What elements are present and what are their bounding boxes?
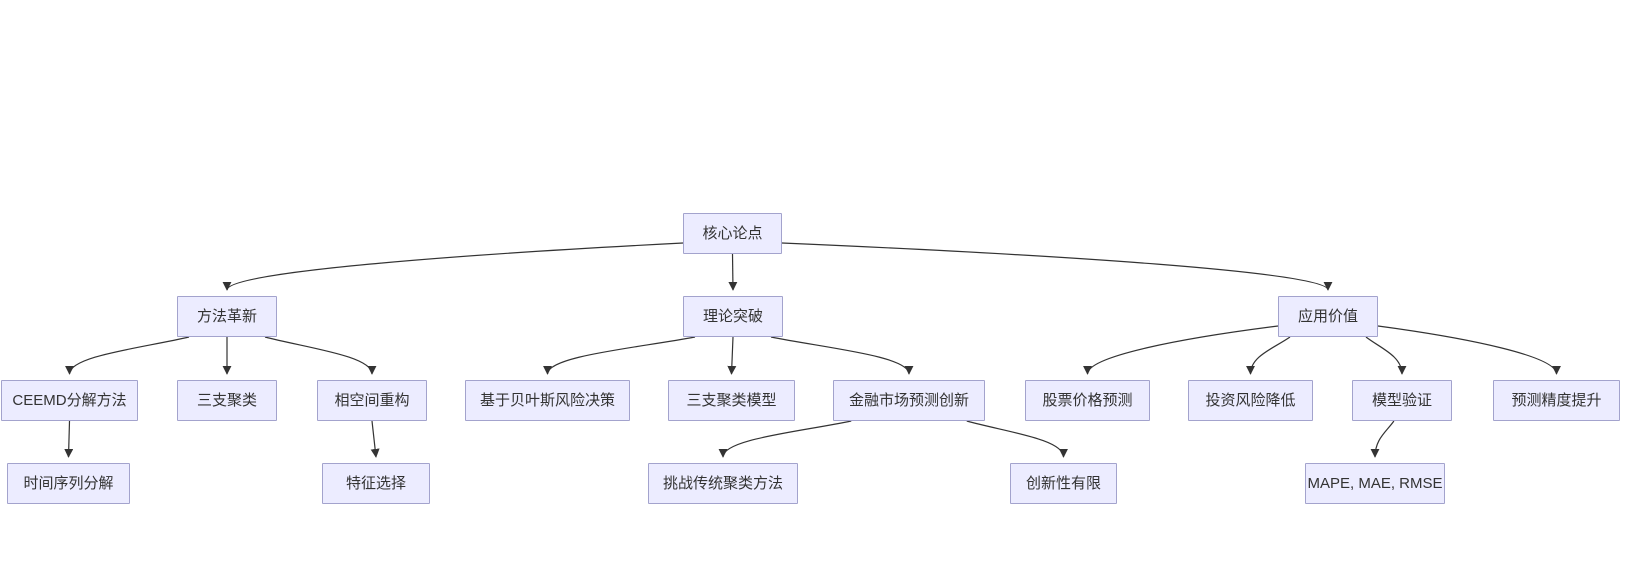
node-phase: 相空间重构 <box>317 380 427 421</box>
edge-core-value <box>781 242 1333 291</box>
node-threemodel: 三支聚类模型 <box>668 380 795 421</box>
node-bayes: 基于贝叶斯风险决策 <box>465 380 630 421</box>
node-finance: 金融市场预测创新 <box>833 380 985 421</box>
edge-method-ceemd <box>65 336 190 375</box>
node-ceemd: CEEMD分解方法 <box>1 380 138 421</box>
node-method: 方法革新 <box>177 296 277 337</box>
edge-theory-bayes <box>543 336 696 375</box>
node-risk: 投资风险降低 <box>1188 380 1313 421</box>
edge-modelval-metrics <box>1370 420 1395 458</box>
edge-theory-threemodel <box>727 336 737 375</box>
node-feature: 特征选择 <box>322 463 430 504</box>
node-challenge: 挑战传统聚类方法 <box>648 463 798 504</box>
node-limited: 创新性有限 <box>1010 463 1117 504</box>
node-timeseries: 时间序列分解 <box>7 463 130 504</box>
node-theory: 理论突破 <box>683 296 783 337</box>
edge-value-modelval <box>1365 336 1407 375</box>
edge-value-stock <box>1083 325 1279 375</box>
node-core: 核心论点 <box>683 213 782 254</box>
node-threeway: 三支聚类 <box>177 380 277 421</box>
edge-value-precision <box>1377 325 1561 375</box>
edge-core-theory <box>728 253 738 291</box>
edge-value-risk <box>1246 336 1291 375</box>
edge-theory-finance <box>770 336 914 375</box>
edge-core-method <box>222 242 684 291</box>
node-precision: 预测精度提升 <box>1493 380 1620 421</box>
edge-finance-challenge <box>718 420 852 458</box>
edge-ceemd-timeseries <box>64 420 74 458</box>
edge-phase-feature <box>370 420 380 458</box>
node-stock: 股票价格预测 <box>1025 380 1150 421</box>
node-metrics: MAPE, MAE, RMSE <box>1305 463 1445 504</box>
node-modelval: 模型验证 <box>1352 380 1452 421</box>
edge-method-phase <box>264 336 377 375</box>
node-value: 应用价值 <box>1278 296 1378 337</box>
edge-finance-limited <box>966 420 1068 458</box>
